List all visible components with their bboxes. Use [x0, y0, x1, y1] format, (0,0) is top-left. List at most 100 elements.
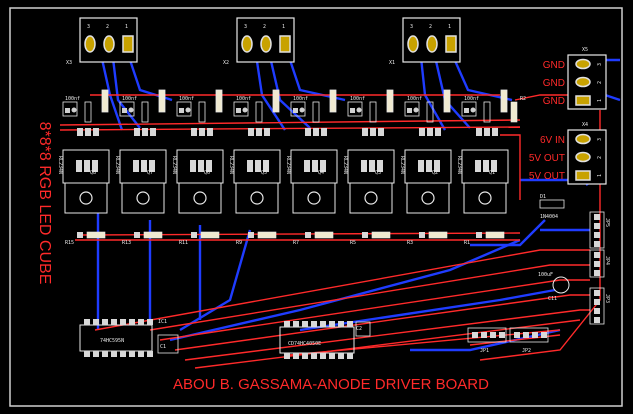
cap-value: 100nf: [350, 96, 365, 102]
resistor: [215, 89, 223, 113]
pad: [321, 128, 327, 136]
pad: [312, 160, 318, 172]
transistor-tab: [178, 182, 222, 214]
pad: [93, 351, 99, 357]
pin-number: 1: [597, 174, 603, 177]
pad: [77, 232, 83, 238]
pad: [71, 107, 77, 113]
transistor-ref: Q1: [489, 170, 495, 176]
mount-hole: [79, 191, 93, 205]
resistor-r2: [510, 101, 518, 123]
pad: [293, 108, 298, 113]
resistor: [257, 231, 277, 239]
pad: [185, 107, 191, 113]
pad: [284, 321, 290, 327]
pad: [84, 351, 90, 357]
pad: [407, 35, 419, 53]
pad: [122, 35, 134, 53]
header-ref: JP3: [604, 294, 610, 303]
pad: [247, 160, 253, 172]
pad: [594, 241, 600, 247]
connector-ref: X4: [582, 122, 588, 128]
pad: [362, 232, 368, 238]
resistor: [483, 101, 491, 123]
pin-number: 3: [244, 24, 247, 30]
transistor-tab: [121, 182, 165, 214]
pad: [426, 35, 438, 53]
pad: [293, 353, 299, 359]
board-outline: [9, 7, 623, 407]
pad: [445, 35, 457, 53]
transistor-part: RL234N: [114, 156, 120, 174]
pad: [594, 299, 600, 305]
pad: [92, 160, 98, 172]
pad: [320, 160, 326, 172]
pad: [255, 160, 261, 172]
pad: [472, 332, 478, 338]
resistor-ref: R13: [122, 240, 131, 246]
mount-hole: [193, 191, 207, 205]
pad: [179, 108, 184, 113]
resistor: [371, 231, 391, 239]
capacitor: [233, 101, 249, 117]
capacitor: [404, 101, 420, 117]
mount-hole: [136, 191, 150, 205]
transistor-ref: Q3: [375, 170, 381, 176]
resistor: [500, 89, 508, 113]
pad: [407, 108, 412, 113]
mount-hole: [421, 191, 435, 205]
pad: [329, 321, 335, 327]
resistor: [86, 231, 106, 239]
pad: [147, 319, 153, 325]
pad: [304, 160, 310, 172]
pin-number: 3: [87, 24, 90, 30]
resistor: [443, 89, 451, 113]
pad: [484, 128, 490, 136]
mount-hole: [364, 191, 378, 205]
capacitor-c1: [157, 334, 179, 354]
pad: [481, 332, 487, 338]
resistor: [329, 89, 337, 113]
pad: [575, 170, 591, 181]
pad: [150, 128, 156, 136]
pad: [594, 290, 600, 296]
pad: [418, 160, 424, 172]
pin-number: 3: [410, 24, 413, 30]
pad: [575, 95, 591, 106]
pad: [142, 128, 148, 136]
resistor-ref: R7: [293, 240, 299, 246]
connector-x5: [567, 54, 607, 110]
pad: [93, 128, 99, 136]
transistor-part: RL234N: [228, 156, 234, 174]
pad: [93, 319, 99, 325]
pad: [120, 319, 126, 325]
pad: [594, 252, 600, 258]
capacitor: [176, 101, 192, 117]
transistor-ref: Q6: [204, 170, 210, 176]
header-jp4: JP4: [589, 249, 610, 278]
connector-ref: X3: [66, 60, 72, 66]
pad: [575, 58, 591, 70]
resistor-ref: R15: [65, 240, 74, 246]
resistor-ref: R9: [236, 240, 242, 246]
pad: [347, 321, 353, 327]
resistor: [158, 89, 166, 113]
pad: [76, 160, 82, 172]
power-label: GND: [543, 78, 565, 89]
pad: [190, 160, 196, 172]
pad: [207, 128, 213, 136]
cap-ref: C11: [548, 296, 557, 302]
diode-d1: [539, 199, 565, 209]
header-jp2: JP2: [509, 327, 549, 354]
resistor-ref: R2: [520, 96, 526, 102]
resistor-ref: R11: [179, 240, 188, 246]
pad: [84, 160, 90, 172]
pad: [475, 160, 481, 172]
resistor: [143, 231, 163, 239]
